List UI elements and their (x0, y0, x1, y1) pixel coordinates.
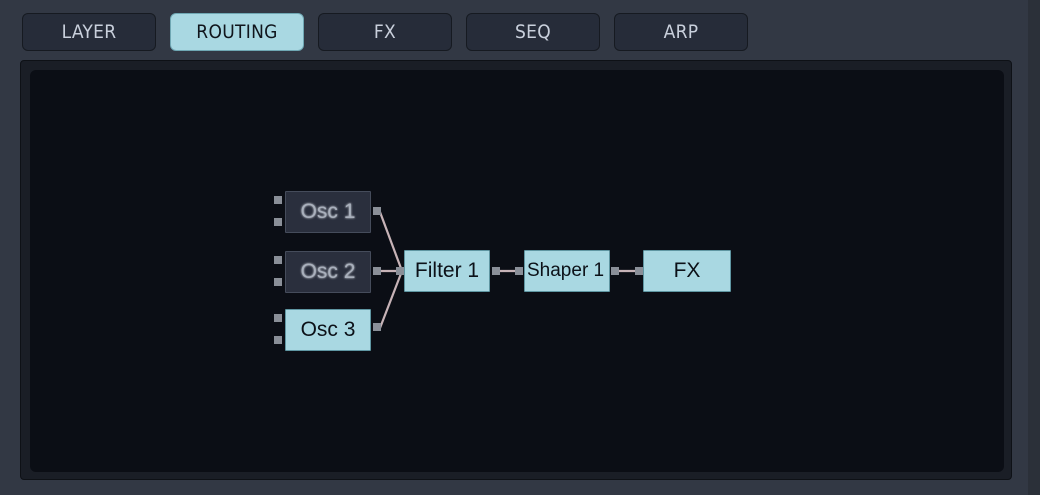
osc1-output-port[interactable] (373, 207, 381, 215)
osc3-input-port-b[interactable] (274, 336, 282, 344)
filter1-input-port[interactable] (396, 267, 404, 275)
node-osc2-label: Osc 2 (300, 260, 356, 283)
routing-panel: Osc 1 Osc 2 Osc 3 Filter 1 Shaper 1 (20, 60, 1012, 480)
node-filter1-label: Filter 1 (414, 259, 480, 282)
filter1-output-port[interactable] (492, 267, 500, 275)
osc2-input-port-a[interactable] (274, 256, 282, 264)
wire-osc3-filter1 (378, 270, 404, 329)
node-osc2[interactable]: Osc 2 (285, 251, 371, 293)
tab-fx[interactable]: FX (318, 13, 452, 51)
wire-osc1-filter1 (378, 211, 404, 272)
node-osc1-label: Osc 1 (300, 200, 356, 223)
node-filter1[interactable]: Filter 1 (404, 250, 490, 292)
tab-bar: LAYER ROUTING FX SEQ ARP (0, 0, 1040, 60)
osc1-input-port-b[interactable] (274, 218, 282, 226)
osc1-input-port-a[interactable] (274, 196, 282, 204)
node-osc1[interactable]: Osc 1 (285, 191, 371, 233)
node-fx-label: FX (673, 259, 701, 282)
node-shaper1-label: Shaper 1 (527, 260, 605, 281)
right-edge-strip (1028, 0, 1040, 495)
routing-canvas: Osc 1 Osc 2 Osc 3 Filter 1 Shaper 1 (30, 70, 1004, 472)
shaper1-input-port[interactable] (515, 267, 523, 275)
tab-arp[interactable]: ARP (614, 13, 748, 51)
tab-layer[interactable]: LAYER (22, 13, 156, 51)
fx-input-port[interactable] (635, 267, 643, 275)
osc3-output-port[interactable] (373, 323, 381, 331)
node-shaper1[interactable]: Shaper 1 (524, 250, 610, 292)
tab-seq[interactable]: SEQ (466, 13, 600, 51)
osc2-output-port[interactable] (373, 267, 381, 275)
node-fx[interactable]: FX (643, 250, 731, 292)
node-osc3-label: Osc 3 (300, 318, 356, 341)
osc3-input-port-a[interactable] (274, 314, 282, 322)
tab-routing[interactable]: ROUTING (170, 13, 304, 51)
routing-wires (378, 211, 641, 329)
osc2-input-port-b[interactable] (274, 278, 282, 286)
shaper1-output-port[interactable] (611, 267, 619, 275)
node-osc3[interactable]: Osc 3 (285, 309, 371, 351)
